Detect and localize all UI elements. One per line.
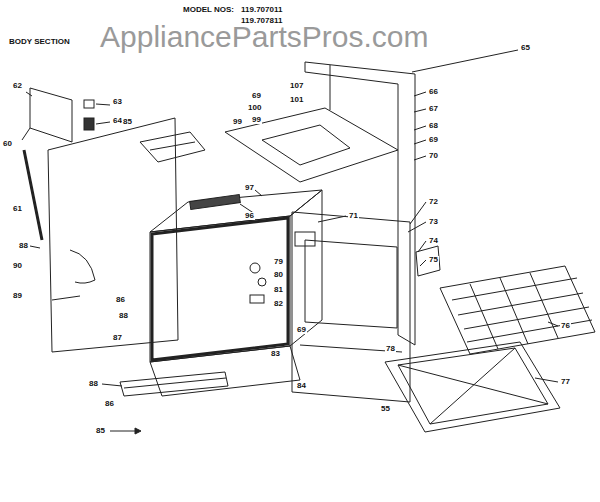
callout-number: 86 (104, 400, 115, 408)
top-panel (225, 108, 398, 182)
callout-number: 66 (428, 88, 439, 96)
pan-inner (398, 348, 548, 424)
side-panel (48, 118, 178, 352)
gasket (152, 218, 288, 360)
rack-wire (464, 307, 589, 329)
callout-number: 62 (12, 82, 23, 90)
callout-number: 67 (428, 105, 439, 113)
callout-number: 85 (95, 427, 106, 435)
callout-number: 70 (428, 152, 439, 160)
door-panel-line (300, 345, 402, 352)
callout-number: 97 (244, 184, 255, 192)
broiler-pan (385, 342, 560, 432)
element-part (258, 278, 266, 286)
rack-wire (452, 278, 577, 300)
oven-rack (440, 266, 595, 354)
callout-number: 55 (380, 405, 391, 413)
vent-slot (150, 142, 195, 150)
callout-number: 82 (273, 300, 284, 308)
panel-edge (52, 296, 80, 300)
callout-number: 88 (18, 242, 29, 250)
callout-number: 87 (112, 334, 123, 342)
top-panel-cutout (262, 125, 350, 165)
callout-number: 79 (273, 258, 284, 266)
callout-number: 81 (273, 286, 284, 294)
callout-number: 80 (273, 271, 284, 279)
kick-strip-edge (124, 378, 226, 388)
rod (24, 150, 42, 240)
callout-number: 75 (428, 256, 439, 264)
callout-number: 69 (251, 92, 262, 100)
callout-number: 77 (560, 378, 571, 386)
frame-rib (330, 65, 331, 110)
wire (70, 250, 95, 283)
rack-wire (500, 278, 528, 344)
callout-number: 74 (428, 237, 439, 245)
clip (84, 100, 94, 108)
callout-number: 88 (88, 380, 99, 388)
pan-crease (430, 348, 515, 424)
door-window (305, 240, 397, 328)
callout-number: 71 (348, 212, 359, 220)
callout-number: 100 (247, 104, 262, 112)
callout-number: 72 (428, 198, 439, 206)
callout-number: 99 (232, 118, 243, 126)
block (84, 118, 94, 130)
rack-wire (530, 273, 558, 338)
callout-number: 78 (385, 345, 396, 353)
callout-number: 107 (289, 82, 304, 90)
callout-number: 63 (112, 98, 123, 106)
callout-number: 88 (118, 312, 129, 320)
element-part (250, 263, 260, 273)
bracket (30, 88, 72, 142)
callout-number: 61 (12, 205, 23, 213)
rack-wire (467, 320, 592, 342)
callout-number: 69 (428, 136, 439, 144)
kick-strip (120, 372, 228, 396)
callout-number: 68 (428, 122, 439, 130)
section-title: BODY SECTION (8, 38, 71, 46)
pan-crease (398, 365, 548, 404)
element-part (250, 295, 264, 303)
leader-lines (26, 50, 558, 431)
callout-number: 101 (289, 96, 304, 104)
model-number: MODEL NOS: (182, 6, 235, 14)
bar (190, 195, 241, 210)
callout-number: 65 (520, 44, 531, 52)
rack-wire (470, 284, 498, 349)
callout-number: 69 (296, 326, 307, 334)
callout-number: 90 (12, 262, 23, 270)
callout-number: 96 (244, 212, 255, 220)
bottom-plate (150, 346, 300, 396)
callout-number: 86 (115, 296, 126, 304)
callout-number: 60 (2, 140, 13, 148)
callout-number: 76 (560, 322, 571, 330)
callout-number: 85 (122, 118, 133, 126)
callout-number: 83 (270, 350, 281, 358)
watermark: AppliancePartsPros.com (100, 22, 428, 52)
bracket-lip (22, 128, 30, 140)
arrowhead (135, 428, 141, 434)
callout-number: 99 (251, 116, 262, 124)
callout-number: 89 (12, 292, 23, 300)
callout-number: 73 (428, 218, 439, 226)
oven-door (292, 212, 410, 402)
model-number: 119.707011 (240, 6, 283, 14)
oven-cavity (150, 216, 290, 362)
callout-number: 84 (296, 382, 307, 390)
vent (140, 132, 205, 162)
